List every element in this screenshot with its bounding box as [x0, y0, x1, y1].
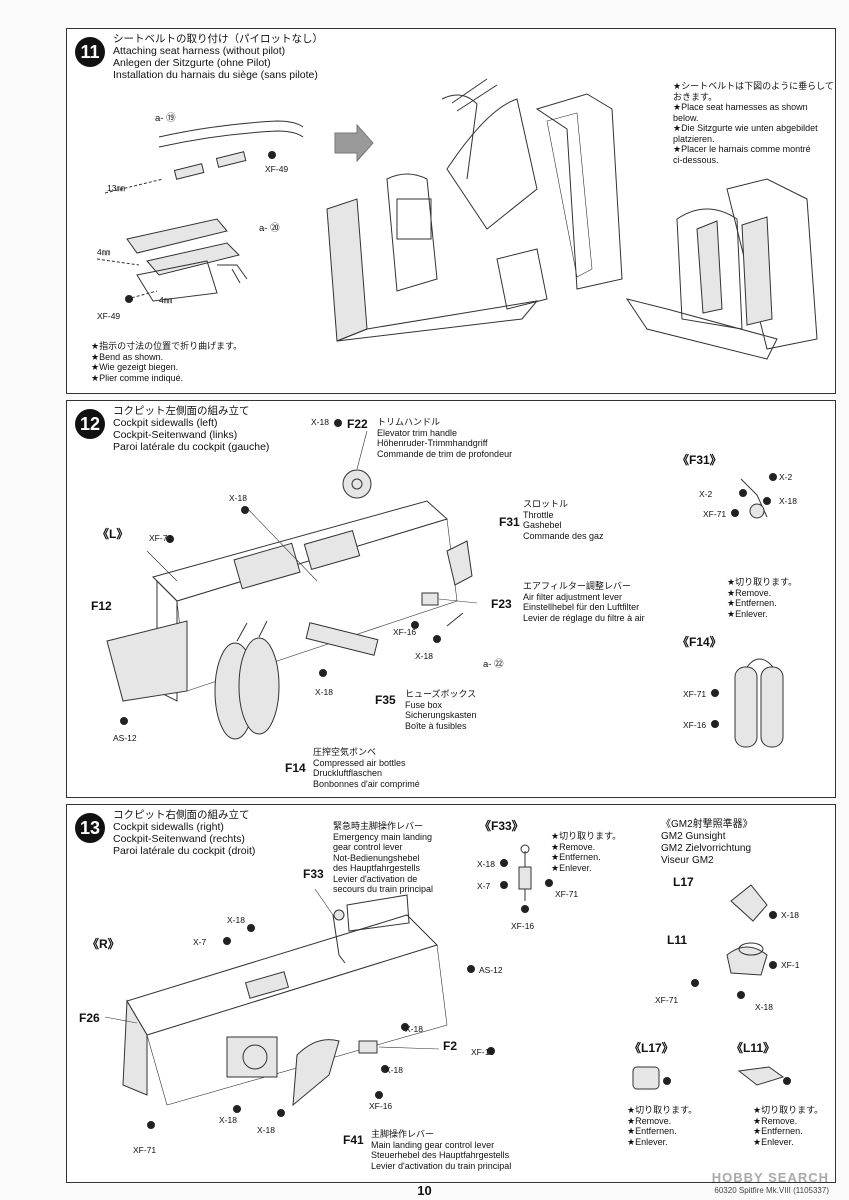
- paint-x18-f22: X-18: [311, 417, 329, 427]
- step-number: 13: [75, 813, 105, 843]
- paint-xf16-f2: XF-16: [471, 1047, 495, 1057]
- step-title: コクピット右側面の組み立て Cockpit sidewalls (right) …: [113, 809, 256, 857]
- inset-l11-title: 《L11》: [731, 1041, 776, 1055]
- step-11-panel: 11 シートベルトの取り付け（パイロットなし） Attaching seat h…: [66, 28, 836, 394]
- gunsight-xf1: XF-1: [781, 960, 800, 970]
- inset-f33-xf71: XF-71: [555, 889, 579, 899]
- inset-f33-title: 《F33》: [479, 819, 524, 833]
- gunsight-xf71: XF-71: [655, 995, 679, 1005]
- side-label-right: 《R》: [87, 937, 120, 951]
- inset-f14-xf16: XF-16: [683, 720, 707, 730]
- dimension-13mm: 13㎜: [107, 183, 125, 193]
- dimension-4mm-a: 4㎜: [97, 247, 111, 257]
- paint-xf71: XF-71: [149, 533, 173, 543]
- part-l17-label: L17: [673, 875, 694, 889]
- paint-x7: X-7: [193, 937, 207, 947]
- paint-x18-e: X-18: [257, 1125, 275, 1135]
- dimension-4mm-b: 4㎜: [159, 295, 173, 305]
- part-f2-label: F2: [443, 1039, 458, 1053]
- paint-xf16: XF-16: [393, 627, 417, 637]
- remove-note-l17: ★切り取ります。★Remove. ★Entfernen.★Enlever.: [627, 1105, 698, 1147]
- gunsight-x18-a: X-18: [781, 910, 799, 920]
- paint-xf49-bottom: XF-49: [97, 311, 121, 321]
- part-f33-label: F33: [303, 867, 324, 881]
- step-number: 12: [75, 409, 105, 439]
- paint-xf49-top: XF-49: [265, 164, 289, 174]
- inset-f14-title: 《F14》: [677, 635, 722, 649]
- part-f26-label: F26: [79, 1011, 100, 1025]
- page-number: 10: [417, 1183, 432, 1198]
- step-number: 11: [75, 37, 105, 67]
- paint-as12: AS-12: [113, 733, 137, 743]
- seat-harness-illustration: [96, 78, 818, 360]
- inset-f31-xf71: XF-71: [703, 509, 727, 519]
- part-f23-label: F23: [491, 597, 512, 611]
- paint-x18-b: X-18: [405, 1024, 423, 1034]
- inset-f33-x7: X-7: [477, 881, 491, 891]
- inset-f31-x2b: X-2: [699, 489, 713, 499]
- paint-x18-f35: X-18: [315, 687, 333, 697]
- paint-x18-d: X-18: [219, 1115, 237, 1125]
- side-label-left: 《L》: [97, 527, 129, 541]
- remove-note-l11: ★切り取ります。★Remove. ★Entfernen.★Enlever.: [753, 1105, 824, 1147]
- paint-x18-f23: X-18: [415, 651, 433, 661]
- step-title: シートベルトの取り付け（パイロットなし） Attaching seat harn…: [113, 33, 323, 81]
- paint-as12: AS-12: [479, 965, 503, 975]
- part-f31-label: F31: [499, 515, 520, 529]
- inset-f31-x18: X-18: [779, 496, 797, 506]
- step-13-panel: 13 コクピット右側面の組み立て Cockpit sidewalls (righ…: [66, 804, 836, 1183]
- part-l11-label: L11: [667, 933, 688, 947]
- part-a19-label: a- ⑲: [155, 113, 176, 124]
- right-sidewall-illustration: [104, 844, 791, 1129]
- gunsight-x18-b: X-18: [755, 1002, 773, 1012]
- part-f22-label: F22: [347, 417, 368, 431]
- part-f14-label: F14: [285, 761, 306, 775]
- gunsight-title: 《GM2射撃照準器》GM2 Gunsight GM2 Zielvorrichtu…: [661, 819, 753, 866]
- inset-f14-xf71: XF-71: [683, 689, 707, 699]
- footer-text: 60320 Spitfire Mk.VIII (1105337): [714, 1186, 829, 1195]
- bend-note: ★指示の寸法の位置で折り曲げます。 ★Bend as shown. ★Wie g…: [91, 341, 243, 383]
- paint-x18-top: X-18: [229, 493, 247, 503]
- inset-f31-title: 《F31》: [677, 453, 722, 467]
- paint-xf71: XF-71: [133, 1145, 157, 1155]
- step-12-panel: 12 コクピット左側面の組み立て Cockpit sidewalls (left…: [66, 400, 836, 798]
- harness-placement-note: ★シートベルトは下図のように垂らして おきます。 ★Place seat har…: [673, 81, 834, 165]
- inset-f31-x2a: X-2: [779, 472, 793, 482]
- paint-x18-a: X-18: [227, 915, 245, 925]
- inset-f33-xf16: XF-16: [511, 921, 535, 931]
- part-a20-label: a- ⑳: [259, 223, 280, 234]
- part-f12-label: F12: [91, 599, 112, 613]
- part-a22-label: a- ㉒: [483, 659, 504, 670]
- inset-l17-title: 《L17》: [629, 1041, 674, 1055]
- remove-note: ★切り取ります。★Remove. ★Entfernen.★Enlever.: [727, 577, 798, 619]
- left-sidewall-illustration: [106, 419, 784, 748]
- paint-xf16-f41: XF-16: [369, 1101, 393, 1111]
- inset-f33-x18: X-18: [477, 859, 495, 869]
- part-f35-label: F35: [375, 693, 396, 707]
- part-f41-label: F41: [343, 1133, 364, 1147]
- step-title: コクピット左側面の組み立て Cockpit sidewalls (left) C…: [113, 405, 270, 453]
- watermark: HOBBY SEARCH: [711, 1170, 829, 1185]
- remove-note: ★切り取ります。★Remove. ★Entfernen.★Enlever.: [551, 831, 622, 873]
- paint-x18-c: X-18: [385, 1065, 403, 1075]
